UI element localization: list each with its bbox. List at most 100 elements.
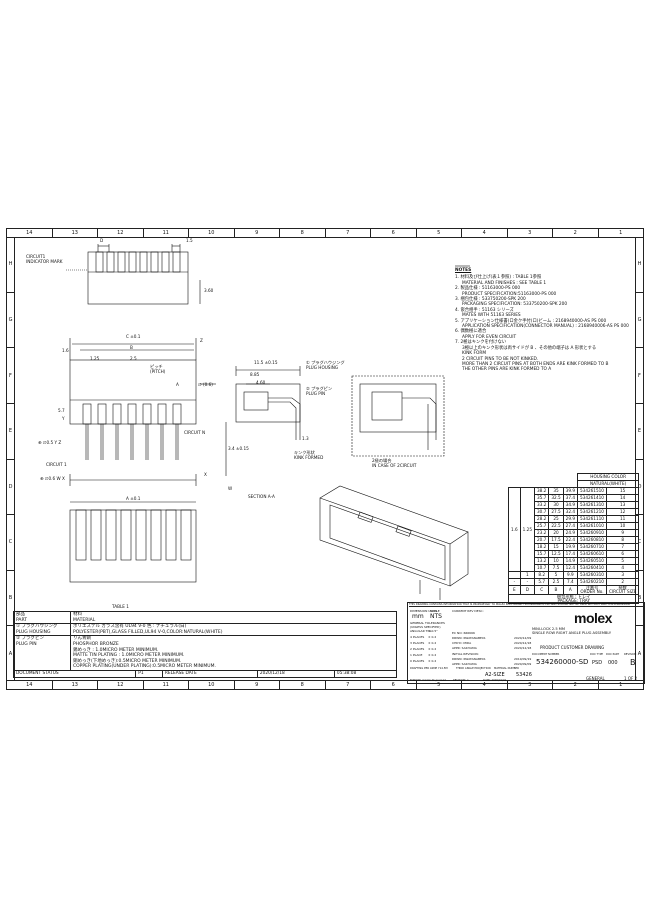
zone-label: 7 — [326, 229, 371, 237]
housing-cell: 32.5 — [548, 494, 564, 502]
initial-rev-label: INITIAL REVISION: — [452, 652, 479, 656]
zone-label: 1 — [619, 682, 623, 688]
tol-1-place: 1 PLACE — [410, 653, 423, 657]
zone-label: 4 — [462, 681, 508, 689]
zone-label: G — [636, 293, 643, 349]
col-d-value: - — [519, 578, 536, 586]
note-line: THE OTHER PINS ARE KINK FORMED TO A — [462, 367, 552, 373]
dim-d: D — [100, 238, 103, 243]
zone-label: 5 — [417, 681, 462, 689]
housing-cell: 30.7 — [533, 508, 550, 516]
note-line: MORE THAN 2 CIRCUIT PINS AT BOTH ENDS AR… — [462, 361, 609, 367]
housing-cell: 17.5 — [548, 536, 564, 544]
scale-label: SCALE — [430, 609, 440, 613]
dim-5-7: 5.7 — [58, 408, 65, 413]
zone-label: 6 — [371, 229, 417, 237]
bottom-view — [69, 509, 197, 583]
note-line: 2. 製品仕様 : 51163000-PS 000 — [455, 286, 521, 292]
dim-1-25: 1.25 — [90, 356, 100, 361]
revision-value: B — [630, 658, 636, 667]
zone-label: G — [7, 293, 14, 349]
note-line: MATES WITH 51163 SERIES — [462, 313, 521, 319]
material-header: MATERIAL — [73, 617, 96, 623]
note-line: MATERIAL AND FINISHES : SEE TABLE 1 — [462, 280, 547, 286]
zone-label: 14 — [7, 229, 53, 237]
dim-c: C ±0.1 — [126, 334, 141, 339]
zone-label: 8 — [280, 681, 326, 689]
section-a-a-label: SECTION A-A — [248, 494, 275, 499]
zone-label: 14 — [7, 681, 53, 689]
housing-cell: 20.7 — [533, 536, 550, 544]
drawn-by: DRWN: RWATANABE01 — [452, 636, 486, 640]
housing-cell: 15 — [605, 487, 640, 495]
initial-drawn-by: DRWN: RWATANABE01 — [452, 657, 486, 661]
housing-cell: 12.5 — [548, 550, 564, 558]
dim-3-4: 3.4 ±0.15 — [228, 446, 249, 451]
initial-drawn-date: 2019/09/19 — [514, 657, 532, 661]
zone-label: 11 — [144, 681, 189, 689]
dimension-units-label: DIMENSION UNITS — [410, 609, 438, 613]
part-housing: ① プラグハウジング PLUG HOUSING — [13, 623, 71, 637]
material-pin: りん青銅 PHOSPHOR BRONZE 錫めっき : 1.0MICRO MET… — [70, 635, 397, 671]
zone-label: D — [636, 460, 643, 516]
release-date-label: RELEASE DATE — [162, 670, 258, 677]
housing-cell: 30 — [548, 501, 564, 509]
section-mark-a: A — [176, 382, 179, 387]
housing-cell: 10 — [605, 522, 640, 530]
front-view-terminals — [82, 403, 182, 425]
note-line: PACKAGING SPECIFICATION: 533750200-SPK 2… — [462, 302, 568, 308]
part-pin-name: プラグピン PLUG PIN — [16, 636, 44, 647]
note-line: 5. アプリケーション仕様書(ロ金ク手付(ロ)ビーム : 2168940000-… — [455, 318, 607, 324]
position-tol-1: ⊕ ∅0.5 Y Z — [38, 440, 61, 445]
housing-cell: 39.9 — [562, 487, 578, 495]
note-line: 1. 材料及び仕上げ(表１参照) : TABLE 1参照 — [455, 275, 542, 281]
pitch-label: ピッチ(PITCH) — [150, 364, 166, 374]
units-value: mm — [412, 613, 424, 620]
zone-label: 12 — [98, 681, 144, 689]
tol-0-places: 0 PLACES — [410, 659, 425, 663]
release-date-value: 2020/12/18 — [257, 670, 335, 677]
doc-status-value: P1 — [135, 670, 163, 677]
housing-cell: 35 — [548, 487, 564, 495]
housing-cell: 7.5 — [548, 564, 564, 572]
housing-cell: 5 — [548, 571, 564, 579]
dim-11-5: 11.5 ±0.15 — [254, 360, 278, 365]
product-series: MINI-LOCK 2.5 MM SINGLE ROW RIGHT ANGLE … — [532, 627, 612, 635]
col-d-value: 1 — [519, 571, 536, 579]
datum-w: W — [228, 486, 232, 491]
tol-0-value: ± 0.2 — [428, 659, 437, 663]
initial-approved-date: 2020/09/09 — [514, 662, 532, 666]
housing-cell: 8 — [605, 536, 640, 544]
housing-cell: 18.2 — [533, 543, 550, 551]
isometric-view — [319, 485, 469, 600]
housing-cell: 4 — [605, 564, 640, 572]
drafting-standard: DRAFTING PER ASME Y14.5M — [410, 667, 448, 670]
housing-cell: 534261410 — [576, 494, 607, 502]
housing-cell: 15.7 — [533, 550, 550, 558]
housing-cell: 534260810 — [576, 536, 607, 544]
doc-part: 000 — [608, 660, 618, 666]
housing-cell: 12 — [605, 508, 640, 516]
housing-cell: 15 — [548, 543, 564, 551]
zone-label: 10 — [189, 229, 235, 237]
zone-label: 13 — [53, 229, 98, 237]
zone-label: 2 — [553, 681, 599, 689]
housing-cell: 534261010 — [576, 522, 607, 530]
checked-date: 2020/12/18 — [514, 641, 532, 645]
sheet-number: 1 OF 2 — [624, 676, 638, 681]
scale-value: NTS — [430, 613, 442, 620]
tol-4-value: ± 0.2 — [428, 635, 437, 639]
dim-a-bottom: A ±0.1 — [126, 496, 141, 501]
note-line: APPLICATION SPECIFICATION(CONNECTOR MANU… — [462, 324, 629, 330]
note-line: PRODUCT SPECIFICATION:51163000-PS 000 — [462, 291, 557, 297]
zone-label: 7 — [326, 681, 371, 689]
